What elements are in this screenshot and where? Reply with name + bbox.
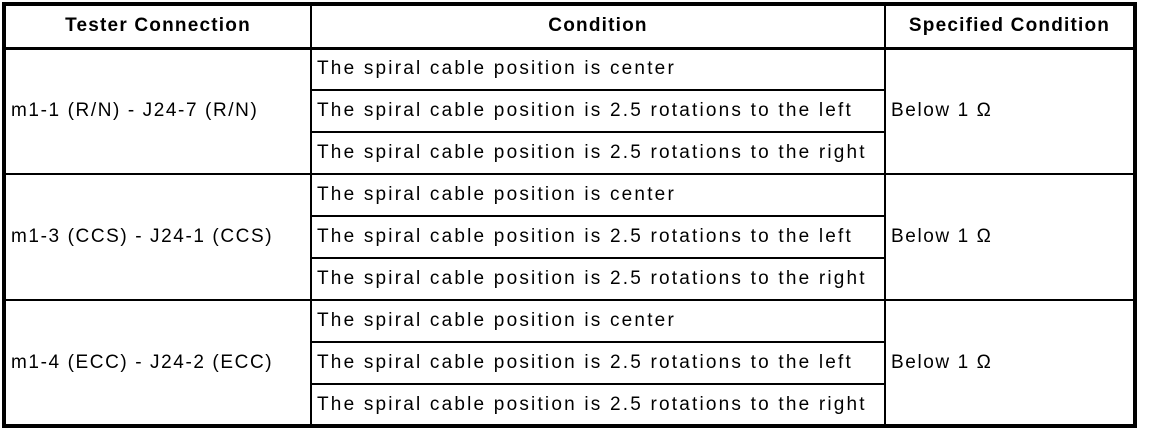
condition-cell: The spiral cable position is 2.5 rotatio…: [310, 215, 886, 259]
header-row: Tester Connection Condition Specified Co…: [3, 3, 1136, 50]
table-row: The spiral cable position is 2.5 rotatio…: [4, 215, 1135, 259]
table-row: The spiral cable position is 2.5 rotatio…: [4, 383, 1135, 427]
specified-condition-cell: Below 1 Ω: [884, 47, 1136, 175]
condition-cell: The spiral cable position is 2.5 rotatio…: [310, 131, 886, 175]
tester-connection-spec-table: Tester Connection Condition Specified Co…: [2, 2, 1137, 428]
table-row: m1-3 (CCS) - J24-1 (CCS) The spiral cabl…: [3, 173, 1136, 301]
condition-cell: The spiral cable position is 2.5 rotatio…: [310, 383, 886, 427]
specified-condition-cell: Below 1 Ω: [884, 299, 1136, 427]
header-tester-connection: Tester Connection: [3, 3, 312, 50]
specified-condition-cell: Below 1 Ω: [884, 173, 1136, 301]
condition-cell: The spiral cable position is center: [310, 299, 886, 343]
condition-cell: The spiral cable position is 2.5 rotatio…: [310, 257, 886, 301]
table-row: The spiral cable position is 2.5 rotatio…: [4, 131, 1135, 175]
condition-cell: The spiral cable position is center: [310, 173, 886, 217]
header-condition: Condition: [310, 3, 886, 50]
table-row: m1-1 (R/N) - J24-7 (R/N) The spiral cabl…: [3, 47, 1136, 175]
tester-connection-cell: m1-3 (CCS) - J24-1 (CCS): [3, 173, 312, 301]
table-row: The spiral cable position is 2.5 rotatio…: [4, 341, 1135, 385]
table-row: The spiral cable position is 2.5 rotatio…: [4, 257, 1135, 301]
table-row: m1-4 (ECC) - J24-2 (ECC) The spiral cabl…: [3, 299, 1136, 427]
tester-connection-cell: m1-1 (R/N) - J24-7 (R/N): [3, 47, 312, 175]
tester-connection-cell: m1-4 (ECC) - J24-2 (ECC): [3, 299, 312, 427]
condition-cell: The spiral cable position is 2.5 rotatio…: [310, 341, 886, 385]
condition-cell: The spiral cable position is 2.5 rotatio…: [310, 89, 886, 133]
header-specified-condition: Specified Condition: [884, 3, 1136, 50]
condition-cell: The spiral cable position is center: [310, 47, 886, 91]
table-row: The spiral cable position is 2.5 rotatio…: [4, 89, 1135, 133]
